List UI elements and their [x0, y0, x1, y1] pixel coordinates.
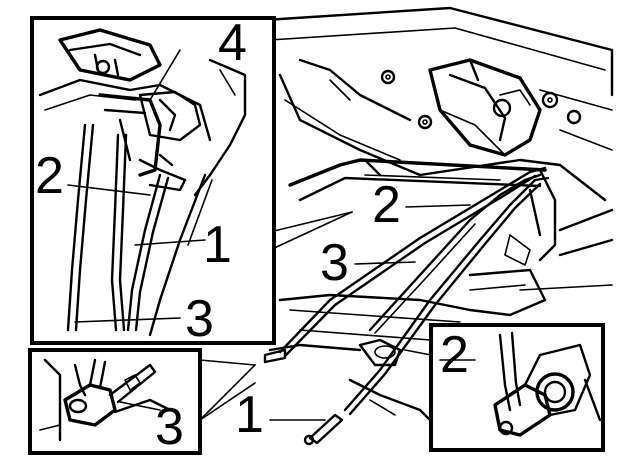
callout-3-main-view: 3 [320, 234, 349, 292]
inset-top-left [32, 18, 274, 343]
inset-bottom-right-frame [429, 323, 605, 452]
inset-bottom-right [431, 325, 603, 450]
callout-2-inset-bottom-right: 2 [440, 326, 469, 384]
callout-3-inset-top-left: 3 [185, 290, 214, 348]
inset-bottom-left-frame [28, 348, 202, 455]
callout-1-main-view: 1 [235, 386, 264, 444]
callout-1-inset-top-left: 1 [203, 216, 232, 274]
callout-2-inset-top-left: 2 [35, 147, 64, 205]
callout-3-inset-bottom-left: 3 [155, 398, 184, 456]
inset-bottom-left [30, 350, 200, 453]
callout-4-inset-top-left: 4 [218, 14, 247, 72]
main-view-cables [278, 166, 550, 446]
inset-connector-line [404, 349, 432, 356]
inset-top-left-frame [30, 16, 276, 345]
callout-2-main-view: 2 [372, 176, 401, 234]
main-view-leader-lines [199, 204, 471, 421]
